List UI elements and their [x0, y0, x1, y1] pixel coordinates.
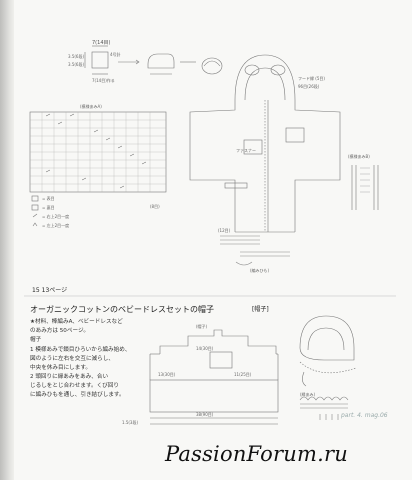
- label-brim: 1.5(3段): [122, 419, 138, 425]
- step-line: に編みひもを通し、引き結びします。: [30, 392, 125, 398]
- label-hood-note: フード縁 (5目): [298, 75, 325, 81]
- label-pattern-b: (模様あみB): [348, 153, 370, 159]
- step-line: 1 模様あみで鎖目ひろいから編み始め、: [30, 347, 131, 353]
- chart-legend-symbols: [31, 195, 39, 227]
- materials-line: 帽子: [30, 337, 42, 343]
- label-hood-rows: 96目(26段): [298, 83, 320, 89]
- crochet-band-chart: [220, 235, 290, 266]
- label-start: 7(14目)作る: [92, 77, 115, 83]
- page-gutter: [0, 0, 14, 480]
- site-watermark: PassionForum.ru: [165, 442, 348, 466]
- label-hat: (帽子): [196, 323, 208, 329]
- label-size-center: 14(30目): [196, 346, 214, 351]
- label-size-total: 38(90目): [196, 412, 214, 417]
- piece-sketch-1: [147, 53, 175, 75]
- legend-slip: = 右上2目一度: [42, 213, 69, 219]
- step-line: 中央を休み目にします。: [30, 365, 91, 371]
- knit-chart-grid: [29, 111, 167, 193]
- label-cord: (編みひも): [250, 267, 270, 273]
- magazine-credit: part. 4. mag.06: [341, 412, 388, 419]
- piece-sketch-2: [201, 57, 223, 75]
- step-line: じるしをとじ合わせます。くび回り: [30, 383, 119, 389]
- hat-side-diagram: [299, 315, 357, 387]
- label-ref-box: (12目): [218, 228, 231, 233]
- step-line: 図のように左右を交互に減らし、: [30, 356, 114, 362]
- jacket-diagram: [189, 54, 341, 233]
- step-line: 2 頭回りに縁あみをあみ、合い: [30, 374, 109, 380]
- label-size-side: 13(30目): [158, 372, 176, 377]
- legend-purl: = 裏目: [42, 204, 55, 210]
- hat-edge-chart: [299, 396, 349, 420]
- zipper-detail: [351, 165, 379, 210]
- hat-body-diagram: [149, 329, 279, 425]
- label-rows-a: 3.5(6段): [68, 53, 84, 59]
- materials-text: ★材料、棒編みA、ベビードレスなど のあみ方は 50ページ。 帽子: [30, 318, 123, 345]
- label-row-mark: (8目): [150, 204, 160, 209]
- label-zipper: ファスナー: [236, 147, 256, 153]
- label-dec-width: 7(14目): [92, 40, 110, 46]
- label-mid-block: 4号針: [110, 51, 121, 57]
- label-size-half: 11(25目): [234, 372, 252, 377]
- materials-line: のあみ方は 50ページ。: [30, 328, 89, 334]
- page-sheet: [14, 0, 412, 480]
- gauge-square-diagram: [84, 45, 109, 75]
- section-tag: [帽子]: [252, 306, 269, 313]
- section-title: オーガニックコットンのベビードレスセットの帽子: [30, 305, 214, 314]
- label-rows-b: 3.5(6段): [68, 61, 84, 67]
- materials-line: ★材料、棒編みA、ベビードレスなど: [30, 319, 123, 325]
- legend-knit: = 表目: [42, 195, 55, 201]
- steps-text: 1 模様あみで鎖目ひろいから編み始め、 図のように左右を交互に減らし、 中央を休…: [30, 346, 130, 400]
- legend-dec: = 左上2目一度: [42, 222, 69, 228]
- label-edge: (縁あみ): [300, 391, 316, 397]
- label-pattern-a: (模様あみA): [80, 103, 102, 109]
- arrow-head: [135, 59, 140, 65]
